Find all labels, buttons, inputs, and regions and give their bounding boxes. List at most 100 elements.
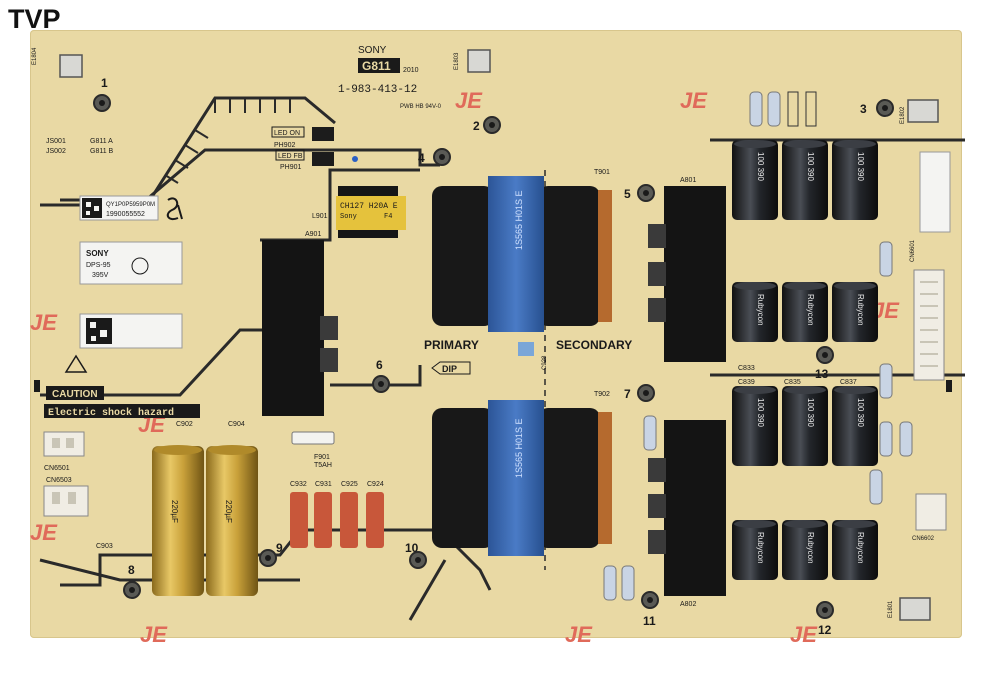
fuse-ref: F901 [314, 454, 330, 461]
mosfet-2 [320, 348, 338, 372]
cap-c903: C903 [96, 543, 113, 550]
cap-rating-2: 100 390 [856, 152, 865, 181]
electrolytic-cap-6 [732, 282, 778, 342]
svg-text:C925: C925 [341, 481, 358, 488]
a901-label: A901 [305, 231, 321, 238]
svg-text:11: 11 [643, 614, 656, 628]
cap-rating-8: Rubycon [856, 294, 865, 326]
svg-text:8: 8 [128, 563, 135, 577]
svg-text:JE: JE [455, 88, 483, 113]
revision: 2010 [403, 67, 419, 74]
cap-top-7 [784, 282, 826, 290]
cn6602-label: CN6602 [912, 536, 935, 542]
cap-c904: C904 [228, 421, 245, 428]
spec-label [919, 151, 951, 233]
transformer-t902 [432, 400, 612, 556]
right-cap-refs: C833 C839 C835 C837 [738, 365, 857, 386]
svg-text:C839: C839 [738, 379, 755, 386]
cap-top-10 [784, 520, 826, 528]
serial-number: 1990055552 [106, 211, 145, 218]
electrolytic-cap-7 [782, 282, 828, 342]
connector-cn6501 [43, 431, 85, 457]
cap-rating-6: Rubycon [756, 294, 765, 326]
heatsink-a801 [664, 186, 726, 362]
cap-top-1 [784, 140, 826, 148]
cap-top-2 [834, 140, 876, 148]
fuse-f901 [291, 431, 335, 445]
edge-mark-right [946, 380, 952, 392]
cap-top-3 [734, 386, 776, 394]
js002-label: JS002 [46, 148, 66, 155]
t902-label: T902 [594, 391, 610, 398]
model-label-name: DPS-95 [86, 262, 111, 269]
cn6601-label: CN6601 [910, 239, 916, 262]
transformer-t901 [432, 176, 612, 332]
dip-arrow [431, 361, 471, 375]
led-on-box [271, 126, 305, 138]
cap-top-8 [834, 282, 876, 290]
shock-warning: Electric shock hazard [48, 407, 174, 419]
model-badge-bg [358, 58, 400, 73]
cap-rating-5: 100 390 [856, 398, 865, 427]
cap-rating-9: Rubycon [756, 532, 765, 564]
electrolytic-cap-5 [832, 386, 878, 466]
caution-label: CAUTION [52, 389, 98, 400]
svg-text:C835: C835 [784, 379, 801, 386]
svg-text:JE: JE [790, 622, 818, 647]
fuse-rating: T5AH [314, 462, 332, 469]
cap-rating-10: Rubycon [806, 532, 815, 564]
dip-label: DIP [442, 364, 457, 374]
diode-6 [648, 530, 666, 554]
electrolytic-cap-2 [832, 140, 878, 220]
mosfet-1 [320, 316, 338, 340]
svg-text:10: 10 [405, 541, 419, 555]
diode-2 [648, 262, 666, 286]
transformer-label-2: 1S565 H01S E [514, 418, 524, 478]
g811a-label: G811 A [90, 138, 113, 145]
svg-text:JE: JE [680, 88, 708, 113]
cap-top-0 [734, 140, 776, 148]
svg-text:C837: C837 [840, 379, 857, 386]
film-cap-refs: C932 C931 C925 C924 [290, 481, 384, 488]
inductor-wrap [336, 196, 406, 230]
connector-cn6503 [43, 485, 89, 517]
hatch-marks [164, 98, 291, 184]
connector-cn6602 [915, 493, 947, 531]
bulk-cap-rating-2: 220µF [224, 500, 233, 523]
model-label-bg [79, 241, 183, 285]
cap-rating-3: 100 390 [756, 398, 765, 427]
svg-text:C931: C931 [315, 481, 332, 488]
inductor-label-3: F4 [384, 213, 392, 221]
cap-c928: C928 [542, 355, 548, 370]
svg-text:13: 13 [815, 367, 829, 381]
edge-mark-left [34, 380, 40, 392]
diode-4 [648, 458, 666, 482]
primary-label: PRIMARY [424, 338, 479, 352]
cap-top-9 [734, 520, 776, 528]
part-number: 1-983-413-12 [338, 84, 417, 96]
bulk-cap-rating-1: 220µF [170, 500, 179, 523]
secondary-label: SECONDARY [556, 338, 632, 352]
heatsink-a901 [262, 240, 324, 416]
film-capacitors [290, 492, 384, 548]
inductor-label-1: CH127 H20A E [340, 202, 398, 211]
electrolytic-cap-3 [732, 386, 778, 466]
diode-1 [648, 224, 666, 248]
svg-text:6: 6 [376, 358, 383, 372]
model-badge: G811 [362, 59, 391, 73]
svg-text:E1802: E1802 [900, 106, 906, 124]
svg-text:C932: C932 [290, 481, 307, 488]
e-refs: E1804 E1803 E1802 E1801 [32, 47, 906, 618]
electrolytic-cap-11 [832, 520, 878, 580]
t901-label: T901 [594, 169, 610, 176]
transformer-label-1: 1S565 H01S E [514, 190, 524, 250]
inductor-label-2: Sony [340, 213, 357, 221]
a801-label: A801 [680, 177, 696, 184]
diode-5 [648, 494, 666, 518]
pwb-mark: PWB HB 94V-0 [400, 104, 442, 110]
electrolytic-cap-10 [782, 520, 828, 580]
bulk-capacitors [152, 445, 258, 596]
svg-text:C924: C924 [367, 481, 384, 488]
